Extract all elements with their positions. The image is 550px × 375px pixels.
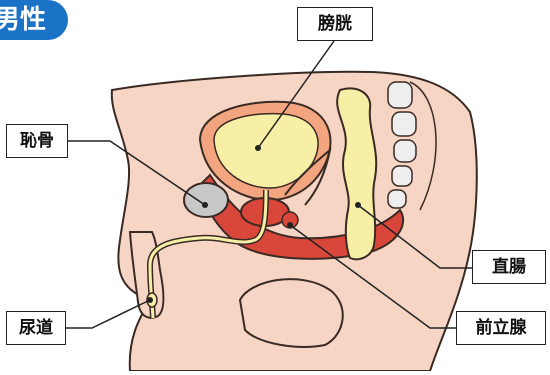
gender-tag: 男性 <box>0 0 68 40</box>
prostate-label: 前立腺 <box>456 311 546 345</box>
bladder-label: 膀胱 <box>297 7 373 41</box>
pubic-bone-label: 恥骨 <box>6 124 68 158</box>
urethra-label: 尿道 <box>6 311 66 345</box>
pubic-bone <box>184 183 228 217</box>
rectum-label: 直腸 <box>472 250 546 284</box>
buttock <box>240 279 343 347</box>
